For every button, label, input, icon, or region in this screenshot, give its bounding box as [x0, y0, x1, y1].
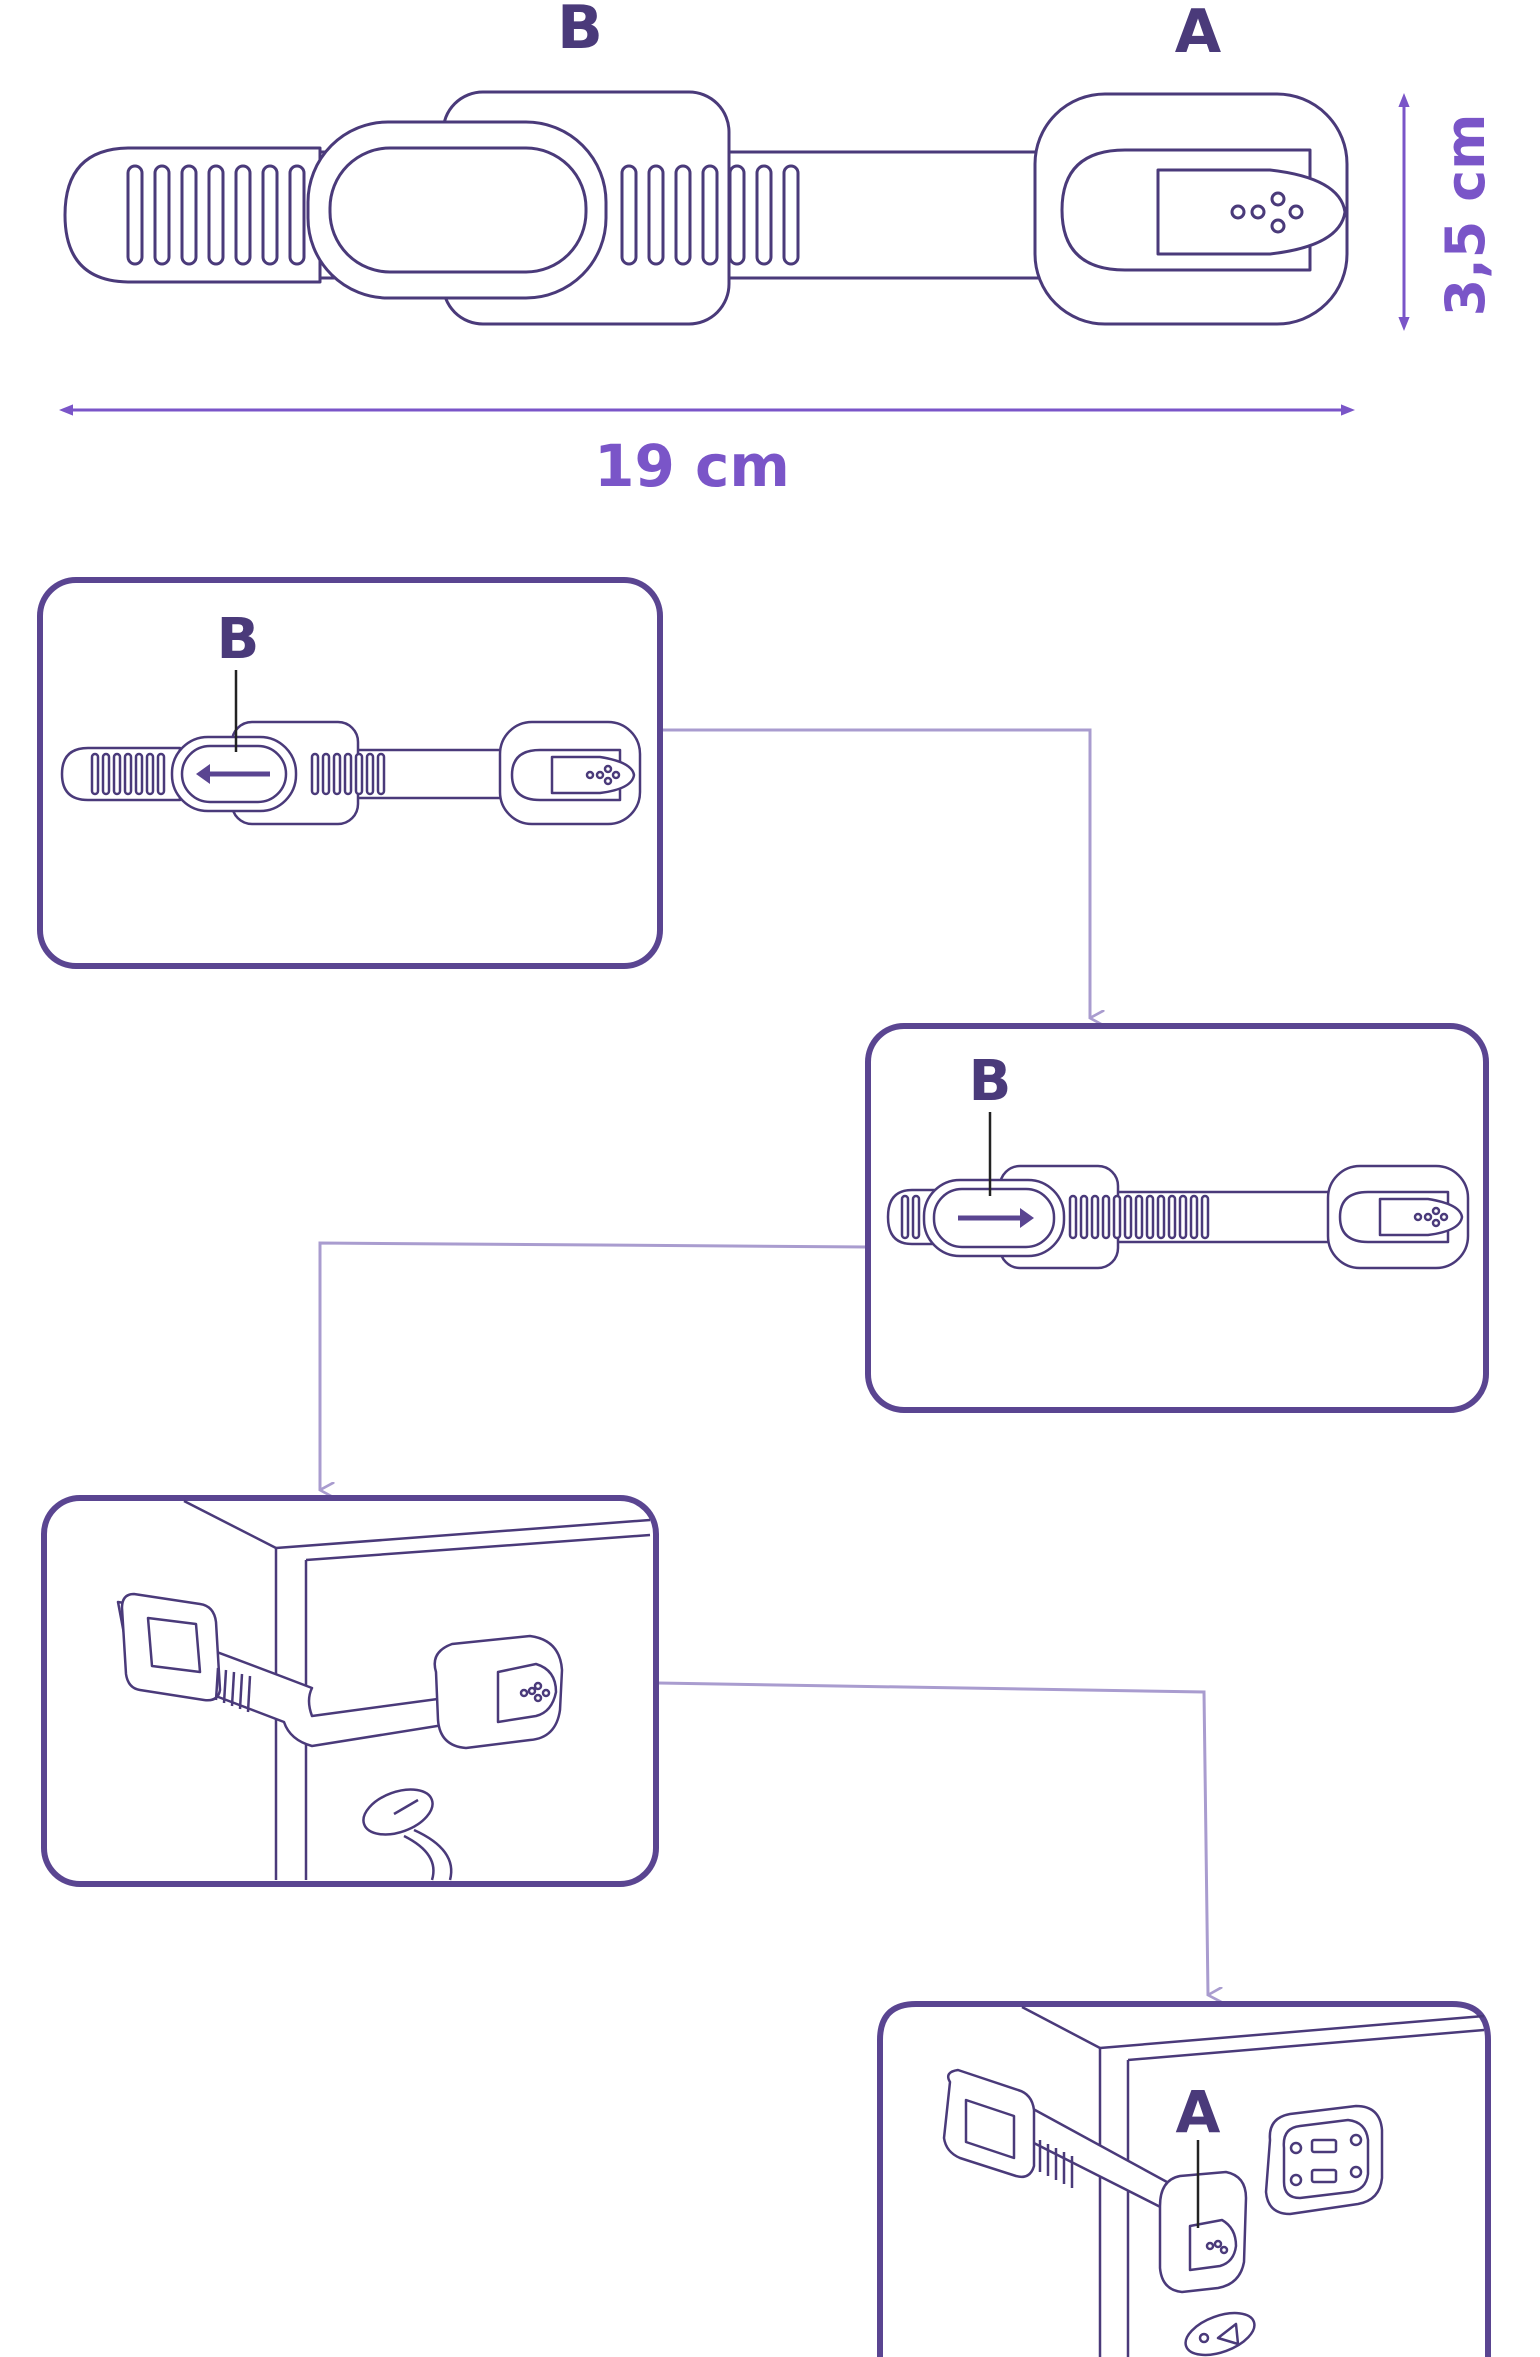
length-label: 19 cm: [594, 432, 790, 500]
step-4-label-a: A: [1176, 2078, 1221, 2146]
step-4-panel: A: [877, 2001, 1491, 2357]
step-1-label-b: B: [217, 607, 260, 672]
step-2-panel: B: [865, 1023, 1489, 1413]
connector-step2-to-step3: [318, 1241, 869, 1490]
step-2-label-b: B: [969, 1049, 1012, 1114]
buckle-b-window: [328, 146, 588, 274]
connector-step3-to-step4: [657, 1681, 1208, 1995]
strap-ridges-left: [126, 164, 306, 266]
step-1-panel: B: [37, 577, 663, 969]
connector-step1-to-step2: [660, 728, 1090, 1018]
release-button-dots: [1230, 191, 1304, 234]
step-4-strap: [942, 2068, 1384, 2357]
step-3-panel: [41, 1495, 659, 1887]
step-4-cabinet: [1021, 2005, 1485, 2357]
step-3-strap: [116, 1592, 564, 1881]
strap-ridges-middle: [620, 164, 800, 266]
step-connectors: [318, 728, 1208, 1995]
label-b-top: B: [557, 0, 603, 63]
dimension-lines: [59, 93, 1410, 416]
height-label: 3,5 cm: [1434, 114, 1497, 317]
main-strap-illustration: [63, 90, 1349, 326]
label-a-top: A: [1175, 0, 1222, 67]
